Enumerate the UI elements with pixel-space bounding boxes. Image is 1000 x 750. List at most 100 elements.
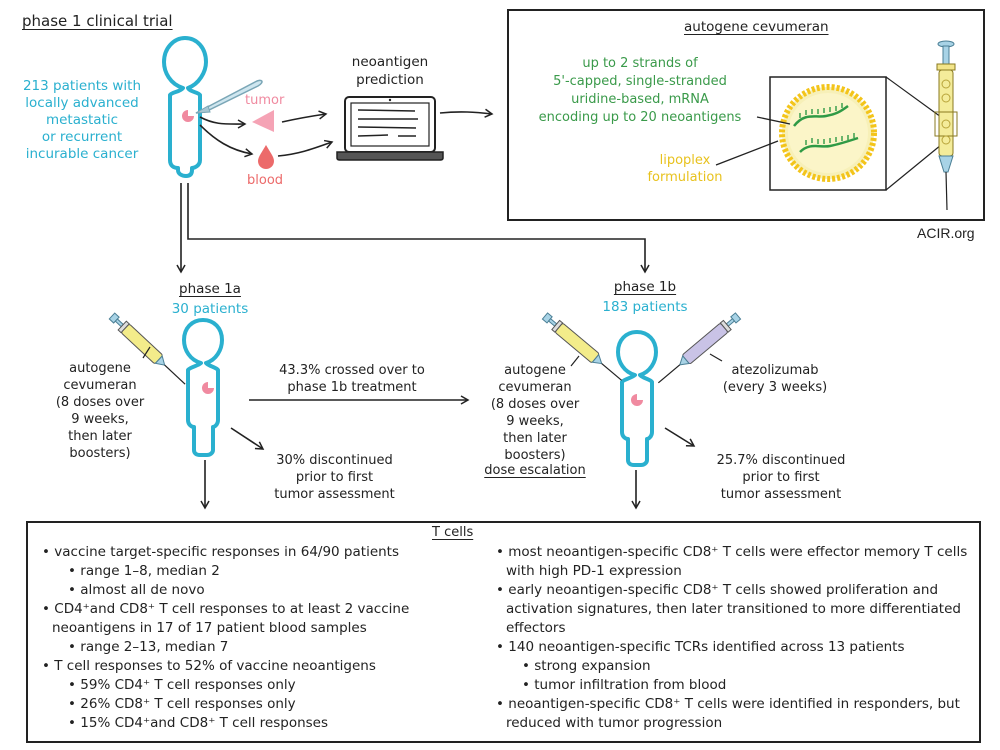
crossover-line: 43.3% crossed over to xyxy=(279,363,425,378)
lipoplex-line: lipoplex xyxy=(659,153,711,168)
discontinued-line: tumor assessment xyxy=(720,487,842,502)
bullet-text: most neoantigen-specific CD8⁺ T cells we… xyxy=(506,544,968,579)
phase1b-drug-leader-line xyxy=(570,355,580,367)
bullet-text: 26% CD8⁺ T cell responses only xyxy=(80,696,296,712)
phase1b-discontinued-label: 25.7% discontinued prior to first tumor … xyxy=(696,452,866,503)
vaccine-syringe-icon xyxy=(934,40,958,211)
phase1a-patient-figure-icon xyxy=(182,318,224,457)
tcells-bullet: • early neoantigen-specific CD8⁺ T cells… xyxy=(496,582,961,636)
vaccine-panel-title: autogene cevumeran xyxy=(684,19,829,35)
phase1a-discontinued-label: 30% discontinued prior to first tumor as… xyxy=(262,452,407,503)
lipoplex-line: formulation xyxy=(647,170,723,185)
tcells-bullet: • CD4⁺and CD8⁺ T cell responses to at le… xyxy=(42,601,410,636)
phase1a-patients: 30 patients xyxy=(171,301,249,317)
drug-line: (8 doses over xyxy=(490,397,580,412)
bullet-text: 15% CD4⁺and CD8⁺ T cell responses xyxy=(80,715,329,731)
drug-line: autogene xyxy=(69,361,131,376)
neoantigen-prediction-label: neoantigen prediction xyxy=(340,53,440,89)
tumor-label: tumor xyxy=(245,93,285,108)
tcells-sub-bullet: • strong expansion xyxy=(522,658,651,674)
lipoplex-label: lipoplex formulation xyxy=(640,152,730,186)
drug-line: 9 weeks, xyxy=(506,414,564,429)
phase1a-drug-label: autogene cevumeran (8 doses over 9 weeks… xyxy=(40,360,160,462)
patient-figure-icon xyxy=(162,36,208,178)
mrna-line: 5'-capped, single-stranded xyxy=(553,74,727,89)
arrow-phase1a-discontinued xyxy=(230,427,265,450)
arrow-to-phase1b xyxy=(187,183,650,274)
blood-label: blood xyxy=(247,173,284,188)
bullet-text: 140 neoantigen-specific TCRs identified … xyxy=(508,639,905,655)
arrow-to-blood xyxy=(199,124,254,158)
bullet-text: early neoantigen-specific CD8⁺ T cells s… xyxy=(506,582,961,636)
tumor-in-body-icon xyxy=(182,110,194,122)
mrna-line: up to 2 strands of xyxy=(582,56,698,71)
bullet-text: range 1–8, median 2 xyxy=(80,563,220,579)
mrna-line: uridine-based, mRNA xyxy=(571,92,709,107)
enrollment-line: incurable cancer xyxy=(25,146,139,162)
enrollment-line: metastatic xyxy=(45,112,119,128)
enrollment-line: 213 patients with xyxy=(22,78,142,94)
arrow-to-tumor xyxy=(199,116,247,129)
mrna-description: up to 2 strands of 5'-capped, single-str… xyxy=(520,55,760,127)
tcells-sub-bullet: • range 2–13, median 7 xyxy=(68,639,229,655)
discontinued-line: 25.7% discontinued xyxy=(716,453,846,468)
bullet-text: vaccine target-specific responses in 64/… xyxy=(54,544,400,560)
enrollment-text: 213 patients with locally advanced metas… xyxy=(12,78,152,163)
combo-line: (every 3 weeks) xyxy=(722,380,828,395)
combo-line: atezolizumab xyxy=(731,363,819,378)
arrow-tumor-to-prediction xyxy=(281,110,328,123)
phase1a-title: phase 1a xyxy=(179,281,241,297)
phase1b-title: phase 1b xyxy=(613,279,677,295)
tcells-sub-bullet: • 59% CD4⁺ T cell responses only xyxy=(68,677,296,693)
arrow-to-vaccine-panel xyxy=(439,108,494,118)
dose-escalation-label: dose escalation xyxy=(484,463,586,478)
tcells-sub-bullet: • tumor infiltration from blood xyxy=(522,677,727,693)
diagram-title: phase 1 clinical trial xyxy=(22,12,173,30)
drug-line: (8 doses over xyxy=(55,395,145,410)
drug-line: cevumeran xyxy=(498,380,572,395)
bullet-text: neoantigen-specific CD8⁺ T cells were id… xyxy=(506,696,960,731)
bullet-text: 59% CD4⁺ T cell responses only xyxy=(80,677,296,693)
bullet-text: tumor infiltration from blood xyxy=(534,677,727,693)
atezolizumab-leader-line xyxy=(709,353,723,362)
crossover-line: phase 1b treatment xyxy=(287,380,417,395)
mrna-leader-line xyxy=(756,116,791,125)
tcells-panel xyxy=(26,521,981,743)
tcells-bullet: • T cell responses to 52% of vaccine neo… xyxy=(42,658,376,674)
blood-drop-icon xyxy=(258,145,274,169)
atezolizumab-syringe-icon xyxy=(657,312,742,384)
drug-line: autogene xyxy=(504,363,566,378)
phase1a-tumor-icon xyxy=(202,382,214,394)
bullet-text: CD4⁺and CD8⁺ T cell responses to at leas… xyxy=(52,601,410,636)
prediction-line: neoantigen xyxy=(351,54,429,70)
drug-line: 9 weeks, xyxy=(71,412,129,427)
tcells-left-list: • vaccine target-specific responses in 6… xyxy=(38,543,478,733)
lipoplex-zoom-icon xyxy=(769,76,942,191)
tumor-sample-icon xyxy=(252,110,274,132)
phase1a-drug-leader-line xyxy=(142,346,151,359)
bullet-text: almost all de novo xyxy=(80,582,205,598)
phase1b-tumor-icon xyxy=(631,394,643,406)
crossover-label: 43.3% crossed over to phase 1b treatment xyxy=(262,362,442,396)
prediction-line: prediction xyxy=(356,72,424,88)
drug-line: then later xyxy=(503,431,567,446)
discontinued-line: prior to first xyxy=(742,470,820,485)
laptop-icon xyxy=(336,96,444,161)
bullet-text: T cell responses to 52% of vaccine neoan… xyxy=(54,658,376,674)
enrollment-line: locally advanced xyxy=(25,95,139,111)
phase1b-vaccine-syringe-icon xyxy=(541,312,622,381)
lipoplex-leader-line xyxy=(715,140,779,166)
atezolizumab-label: atezolizumab (every 3 weeks) xyxy=(715,362,835,396)
phase1b-patients: 183 patients xyxy=(602,299,688,315)
tcells-bullet: • vaccine target-specific responses in 6… xyxy=(42,544,400,560)
drug-line: then later xyxy=(68,429,132,444)
vaccine-panel xyxy=(507,9,985,221)
scalpel-icon xyxy=(195,79,263,114)
tcells-bullet: • most neoantigen-specific CD8⁺ T cells … xyxy=(496,544,968,579)
tcells-sub-bullet: • 26% CD8⁺ T cell responses only xyxy=(68,696,296,712)
arrow-blood-to-prediction xyxy=(277,139,334,157)
tcells-sub-bullet: • range 1–8, median 2 xyxy=(68,563,220,579)
drug-line: boosters) xyxy=(69,446,131,461)
discontinued-line: 30% discontinued xyxy=(276,453,393,468)
bullet-text: strong expansion xyxy=(534,658,651,674)
